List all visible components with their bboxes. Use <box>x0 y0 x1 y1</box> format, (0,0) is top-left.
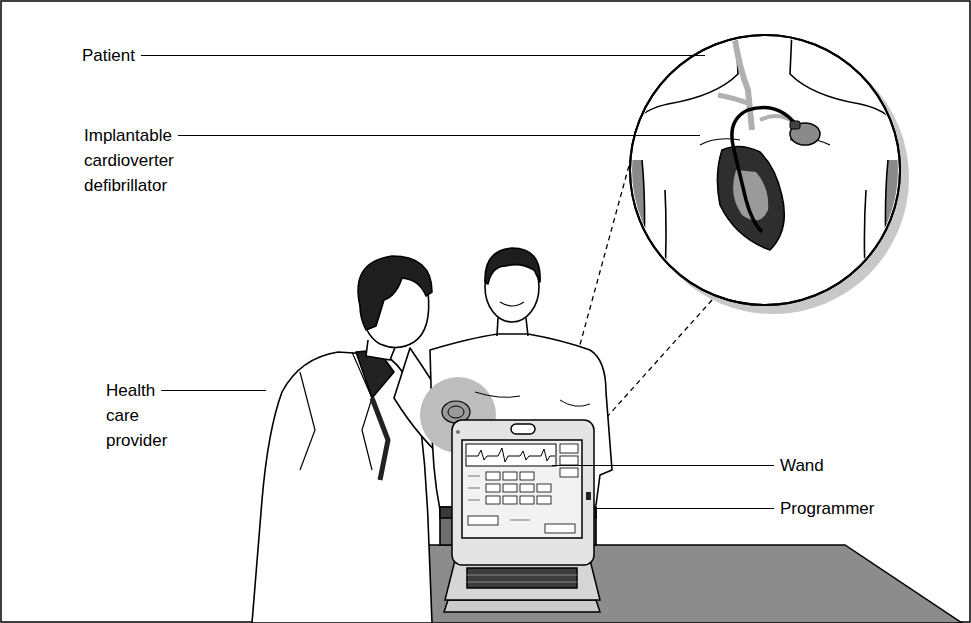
magnified-chest <box>630 35 900 305</box>
programmer-device <box>444 600 600 612</box>
patient-figure <box>560 400 590 406</box>
patient-figure <box>485 248 540 284</box>
programmer-device <box>467 575 577 582</box>
programmer-device <box>467 448 555 462</box>
magnified-chest <box>885 160 930 320</box>
programmer-device <box>468 500 480 501</box>
programmer-device <box>545 524 575 533</box>
programmer-device <box>466 444 556 466</box>
part-label: Wand <box>780 453 824 478</box>
leader-lines <box>178 135 700 136</box>
health-care-provider-figure <box>372 398 388 480</box>
magnified-chest <box>600 160 645 320</box>
programmer-device <box>586 492 591 500</box>
programmer-device <box>560 444 578 453</box>
programmer-device <box>467 575 577 576</box>
magnified-chest <box>717 146 784 250</box>
magnified-chest <box>620 30 910 150</box>
magnified-chest <box>630 35 900 305</box>
programmer-device <box>510 520 530 521</box>
programmer-device <box>503 472 517 480</box>
part-label: Implantable cardioverter defibrillator <box>84 123 196 198</box>
patient-figure <box>500 302 524 306</box>
part-label: Patient <box>82 43 135 68</box>
programmer-device <box>467 568 577 588</box>
programmer-device <box>444 420 600 612</box>
programmer-device <box>445 560 600 600</box>
leader-lines <box>594 508 774 509</box>
programmer-device <box>468 476 480 477</box>
programmer-device <box>560 468 578 477</box>
magnified-chest <box>718 95 750 104</box>
programmer-device <box>520 496 534 504</box>
magnified-chest <box>600 30 930 320</box>
programmer-device <box>486 484 500 492</box>
programmer-device <box>452 420 594 565</box>
magnified-chest <box>790 121 800 129</box>
programmer-device <box>468 444 578 533</box>
magnified-chest <box>732 108 800 233</box>
health-care-provider-figure <box>300 372 315 470</box>
programmer-device <box>467 582 577 583</box>
health-care-provider-figure <box>358 256 432 330</box>
table <box>350 545 962 623</box>
magnified-chest <box>600 30 930 320</box>
part-label: Programmer <box>780 496 874 521</box>
programmer-device <box>537 484 551 492</box>
programmer-device <box>511 424 535 434</box>
programmer-device <box>520 472 534 480</box>
leader-lines <box>161 390 266 391</box>
patient-figure <box>448 406 464 418</box>
leader-lines <box>141 55 705 56</box>
programmer-device <box>462 440 582 538</box>
programmer-device <box>486 496 500 504</box>
programmer-device <box>560 456 578 465</box>
programmer-device <box>486 472 500 480</box>
leader-lines <box>552 465 774 466</box>
programmer-device <box>520 484 534 492</box>
patient-figure <box>475 392 520 397</box>
programmer-device <box>503 496 517 504</box>
leader-lines <box>141 56 774 509</box>
programmer-device <box>537 496 551 504</box>
programmer-device <box>468 476 530 520</box>
programmer-device <box>503 484 517 492</box>
programmer-device <box>468 516 498 525</box>
programmer-device <box>468 488 480 489</box>
part-label: Health care provider <box>106 378 182 453</box>
programmer-device <box>456 430 460 434</box>
